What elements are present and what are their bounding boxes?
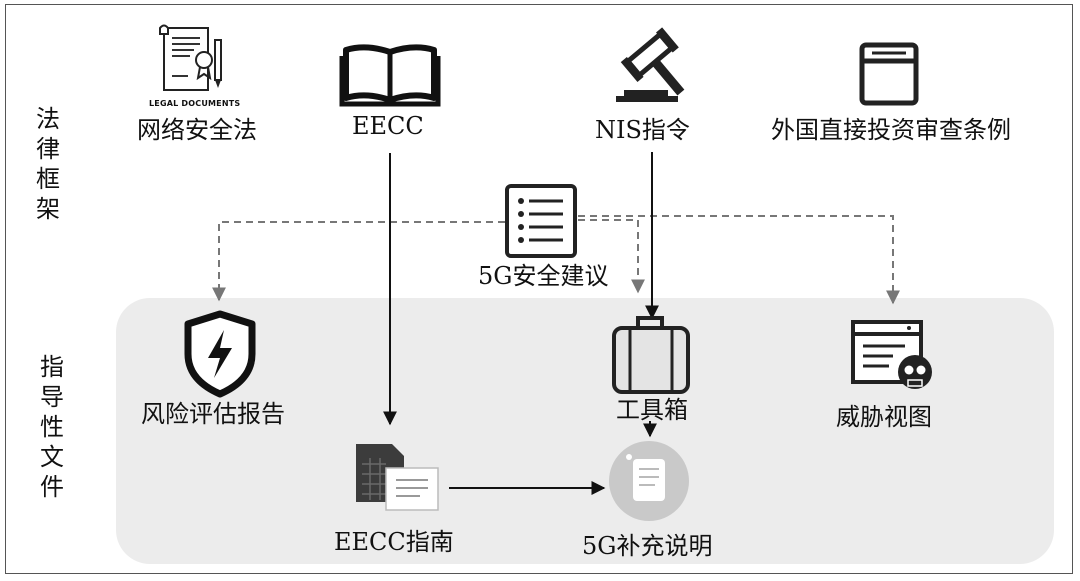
- dashed-connectors: [212, 215, 900, 305]
- toolbox-label: 工具箱: [616, 396, 688, 424]
- risk-assessment-report-label: 风险评估报告: [141, 400, 285, 428]
- supplement-document-icon: [609, 441, 689, 521]
- solid-connectors: [383, 152, 659, 495]
- row-label-guidance-documents: 指 导 性 文 件: [40, 353, 64, 501]
- cybersecurity-law-label: 网络安全法: [137, 116, 257, 144]
- toolbox-icon: [612, 316, 690, 394]
- threat-skull-icon: [851, 320, 932, 389]
- folder-icon: [859, 42, 919, 106]
- eecc-guide-label: EECC指南: [334, 528, 454, 556]
- dashed-line-to-threat-view: [578, 215, 900, 305]
- row-label-legal-framework: 法 律 框 架: [36, 105, 60, 223]
- gavel-icon: [616, 27, 685, 102]
- dashed-line-to-toolbox: [578, 219, 645, 294]
- dashed-line-to-risk-report: [212, 221, 505, 302]
- shield-lightning-icon: [184, 310, 256, 398]
- diagram-frame: [5, 4, 1073, 574]
- eecc-label: EECC: [352, 112, 424, 140]
- spreadsheet-guide-icon: [356, 444, 439, 511]
- book-icon: [339, 44, 441, 107]
- fdi-screening-regulation-label: 外国直接投资审查条例: [771, 116, 1011, 144]
- legal-document-icon: [159, 24, 222, 91]
- 5g-supplement-label: 5G补充说明: [582, 532, 713, 560]
- threat-view-label: 威胁视图: [836, 403, 932, 431]
- checklist-icon: [505, 184, 577, 258]
- 5g-security-recommendation-label: 5G安全建议: [478, 262, 609, 290]
- legal-documents-caption: LEGAL DOCUMENTS: [149, 99, 241, 108]
- nis-directive-label: NIS指令: [595, 116, 690, 144]
